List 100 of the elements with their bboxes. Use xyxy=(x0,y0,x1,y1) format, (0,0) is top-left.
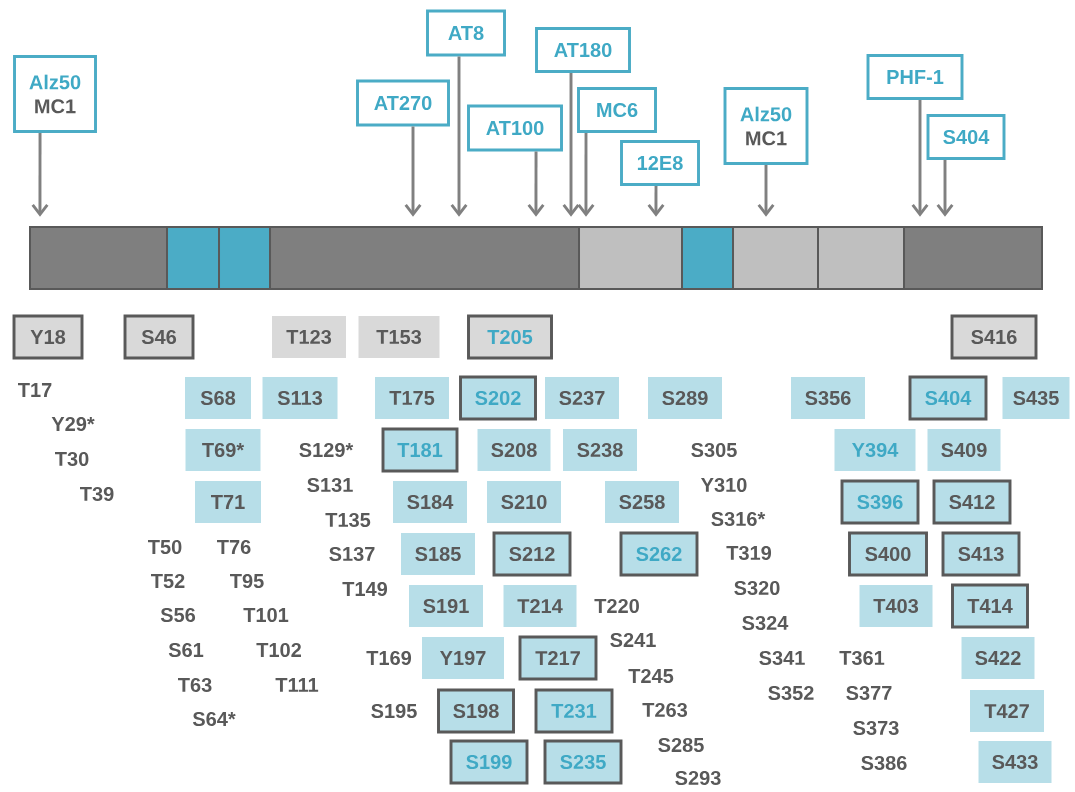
site-box: T175 xyxy=(375,377,449,419)
site-label: S241 xyxy=(610,632,656,648)
antibody-box: AT8 xyxy=(426,9,506,57)
site-box: T403 xyxy=(859,585,933,627)
site-label: T30 xyxy=(55,451,89,467)
site-box: T69* xyxy=(185,429,261,471)
site-label: T101 xyxy=(243,607,289,623)
site-box: S210 xyxy=(487,481,561,523)
site-label: S320 xyxy=(734,580,780,596)
site-box: S237 xyxy=(545,377,619,419)
site-box: S400 xyxy=(848,531,928,577)
site-label: T220 xyxy=(594,598,639,614)
site-box: T231 xyxy=(534,688,614,734)
site-box: Y18 xyxy=(12,314,84,360)
site-label: S316* xyxy=(711,511,766,527)
antibody-box: PHF-1 xyxy=(866,54,964,100)
site-box: T181 xyxy=(381,427,459,473)
antibody-box: 12E8 xyxy=(620,140,700,186)
site-label: T135 xyxy=(325,512,371,528)
site-box: T205 xyxy=(467,314,553,360)
site-label: Y310 xyxy=(701,477,747,493)
site-box: S413 xyxy=(941,531,1021,577)
site-box: S356 xyxy=(791,377,865,419)
domain-segment xyxy=(29,226,168,290)
site-box: S404 xyxy=(908,375,988,421)
site-box: S113 xyxy=(262,377,338,419)
site-box: S191 xyxy=(409,585,483,627)
site-box: T414 xyxy=(951,583,1029,629)
site-box: S262 xyxy=(619,531,699,577)
site-label: Y29* xyxy=(51,416,95,432)
site-label: S305 xyxy=(691,442,737,458)
site-label: T52 xyxy=(151,573,185,589)
antibody-box: Alz50 MC1 xyxy=(13,55,97,133)
site-label: T50 xyxy=(148,539,182,555)
domain-segment xyxy=(817,226,905,290)
site-label: T263 xyxy=(642,702,688,718)
site-label: S373 xyxy=(853,720,899,736)
domain-segment xyxy=(269,226,580,290)
antibody-box: MC6 xyxy=(577,87,657,133)
site-label: S61 xyxy=(168,642,204,658)
arrow xyxy=(562,72,580,217)
domain-segment xyxy=(166,226,220,290)
site-box: T214 xyxy=(503,585,577,627)
site-label: S131 xyxy=(307,477,353,493)
site-box: T71 xyxy=(195,481,261,523)
site-box: S409 xyxy=(927,429,1001,471)
site-label: S377 xyxy=(846,685,892,701)
site-box: T217 xyxy=(518,635,598,681)
arrow xyxy=(31,132,49,217)
site-box: S212 xyxy=(492,531,572,577)
site-box: S412 xyxy=(932,479,1012,525)
site-label: S341 xyxy=(759,650,805,666)
site-box: Y394 xyxy=(834,429,916,471)
arrow xyxy=(577,132,595,217)
site-box: S185 xyxy=(401,533,475,575)
antibody-box: AT180 xyxy=(535,27,631,73)
site-box: S258 xyxy=(605,481,679,523)
site-box: T427 xyxy=(970,690,1044,732)
site-label: T95 xyxy=(230,573,264,589)
site-box: S199 xyxy=(449,739,529,785)
site-box: S435 xyxy=(1002,377,1070,419)
site-box: S68 xyxy=(185,377,251,419)
site-label: S129* xyxy=(299,442,354,458)
site-label: S56 xyxy=(160,607,196,623)
site-label: S195 xyxy=(371,703,417,719)
site-label: T361 xyxy=(839,650,885,666)
site-label: T319 xyxy=(726,545,772,561)
site-label: T102 xyxy=(256,642,301,658)
site-label: T17 xyxy=(18,383,52,397)
site-box: T123 xyxy=(272,316,346,358)
arrow xyxy=(404,126,422,217)
site-box: S46 xyxy=(123,314,195,360)
domain-segment xyxy=(578,226,683,290)
site-label: T169 xyxy=(366,650,412,666)
site-box: S422 xyxy=(961,637,1035,679)
site-box: S238 xyxy=(563,429,637,471)
domain-segment xyxy=(732,226,819,290)
site-box: T153 xyxy=(358,316,440,358)
site-box: S208 xyxy=(477,429,551,471)
site-box: S235 xyxy=(543,739,623,785)
site-label: T245 xyxy=(628,668,674,684)
site-label: T39 xyxy=(80,486,114,502)
antibody-box: AT270 xyxy=(356,79,450,127)
arrow xyxy=(936,159,954,217)
arrow xyxy=(527,151,545,217)
site-box: S202 xyxy=(459,375,537,421)
site-label: T63 xyxy=(178,677,212,693)
site-box: S416 xyxy=(950,314,1038,360)
site-box: Y197 xyxy=(422,637,504,679)
arrow xyxy=(450,56,468,217)
site-label: T149 xyxy=(342,581,388,597)
site-box: S396 xyxy=(840,479,920,525)
site-box: S198 xyxy=(437,688,515,734)
site-label: S64* xyxy=(192,711,236,727)
domain-segment xyxy=(681,226,734,290)
site-label: S137 xyxy=(329,546,375,562)
site-label: S386 xyxy=(861,755,907,771)
site-box: S433 xyxy=(978,741,1052,783)
domain-segment xyxy=(218,226,271,290)
site-box: S289 xyxy=(648,377,722,419)
